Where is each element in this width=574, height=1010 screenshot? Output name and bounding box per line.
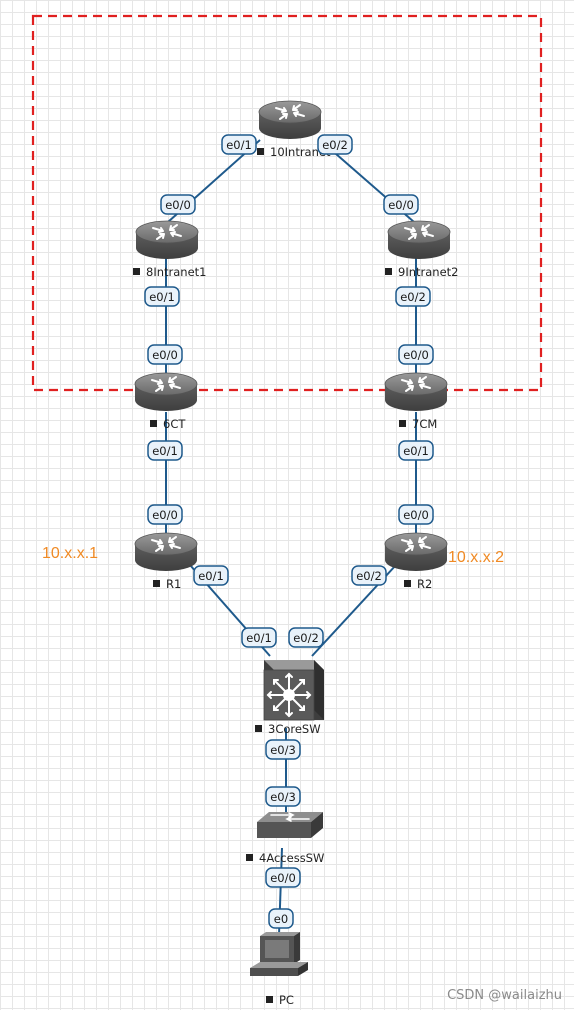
- router-r1[interactable]: [134, 532, 198, 572]
- device-label-10intranet: 10Intranet: [257, 145, 331, 159]
- svg-text:6CT: 6CT: [163, 417, 186, 431]
- svg-text:R1: R1: [166, 577, 181, 591]
- router-icon: [135, 220, 199, 260]
- iface-coresw-e0-1: e0/1: [241, 627, 277, 648]
- iface-accesssw-e0-3: e0/3: [265, 786, 301, 807]
- iface-7cm-e0-0: e0/0: [398, 344, 434, 365]
- iface-r1-e0-1: e0/1: [193, 565, 229, 586]
- router-6ct[interactable]: [134, 372, 198, 412]
- iface-8intranet1-e0-1: e0/1: [144, 286, 180, 307]
- multilayer-switch-icon: [263, 660, 324, 721]
- svg-text:e0/0: e0/0: [403, 508, 429, 522]
- router-9intranet2[interactable]: [387, 220, 451, 260]
- device-label-pc: PC: [266, 993, 294, 1007]
- iface-coresw-e0-2: e0/2: [288, 627, 324, 648]
- svg-text:8Intranet1: 8Intranet1: [146, 265, 206, 279]
- device-label-3coresw: 3CoreSW: [255, 722, 321, 736]
- router-icon: [134, 532, 198, 572]
- pc-host[interactable]: [250, 932, 308, 976]
- svg-text:e0/3: e0/3: [270, 743, 296, 757]
- svg-text:3CoreSW: 3CoreSW: [268, 722, 321, 736]
- svg-text:e0/0: e0/0: [165, 198, 191, 212]
- iface-9intranet2-e0-2: e0/2: [395, 286, 431, 307]
- iface-pc-e0: e0: [268, 908, 294, 929]
- device-label-7cm: 7CM: [399, 417, 437, 431]
- iface-r2-e0-2: e0/2: [351, 565, 387, 586]
- device-label-4accesssw: 4AccessSW: [246, 851, 324, 865]
- router-8intranet1[interactable]: [135, 220, 199, 260]
- svg-text:e0/0: e0/0: [152, 508, 178, 522]
- svg-text:e0/2: e0/2: [322, 138, 348, 152]
- iface-6ct-e0-0: e0/0: [147, 344, 183, 365]
- svg-text:e0/1: e0/1: [226, 138, 252, 152]
- device-label-6ct: 6CT: [150, 417, 186, 431]
- device-label-r1: R1: [153, 577, 181, 591]
- device-label-9intranet2: 9Intranet2: [385, 265, 458, 279]
- pc-icon: [250, 932, 308, 976]
- svg-text:e0/2: e0/2: [356, 569, 382, 583]
- svg-text:9Intranet2: 9Intranet2: [398, 265, 458, 279]
- svg-text:4AccessSW: 4AccessSW: [259, 851, 324, 865]
- multilayer-switch-3coresw[interactable]: [263, 660, 324, 721]
- device-label-r2: R2: [404, 577, 432, 591]
- svg-text:e0/2: e0/2: [293, 631, 319, 645]
- svg-text:R2: R2: [417, 577, 432, 591]
- svg-text:PC: PC: [279, 993, 294, 1007]
- svg-text:e0/0: e0/0: [388, 198, 414, 212]
- iface-r1-e0-0: e0/0: [147, 504, 183, 525]
- iface-accesssw-e0-0: e0/0: [265, 867, 301, 888]
- router-r2[interactable]: [384, 532, 448, 572]
- svg-text:e0/0: e0/0: [152, 348, 178, 362]
- router-icon: [258, 100, 322, 140]
- iface-10intranet-e0-1: e0/1: [221, 134, 257, 155]
- svg-text:10Intranet: 10Intranet: [270, 145, 331, 159]
- r1-ip-annotation: 10.x.x.1: [42, 545, 98, 562]
- iface-10intranet-e0-2: e0/2: [317, 134, 353, 155]
- iface-6ct-e0-1: e0/1: [147, 440, 183, 461]
- iface-9intranet2-e0-0: e0/0: [383, 194, 419, 215]
- router-icon: [384, 372, 448, 412]
- iface-coresw-e0-3: e0/3: [265, 739, 301, 760]
- device-label-8intranet1: 8Intranet1: [133, 265, 206, 279]
- iface-7cm-e0-1: e0/1: [398, 440, 434, 461]
- watermark: CSDN @wailaizhu: [447, 988, 562, 1003]
- router-10intranet[interactable]: [258, 100, 322, 140]
- svg-text:e0: e0: [274, 912, 288, 926]
- svg-text:e0/1: e0/1: [246, 631, 272, 645]
- iface-r2-e0-0: e0/0: [398, 504, 434, 525]
- svg-text:e0/1: e0/1: [403, 444, 429, 458]
- router-icon: [134, 372, 198, 412]
- switch-4accesssw[interactable]: [257, 812, 323, 838]
- r2-ip-annotation: 10.x.x.2: [448, 549, 504, 566]
- svg-text:e0/1: e0/1: [149, 290, 175, 304]
- router-icon: [387, 220, 451, 260]
- svg-text:e0/3: e0/3: [270, 790, 296, 804]
- switch-icon: [257, 812, 323, 838]
- svg-text:e0/1: e0/1: [198, 569, 224, 583]
- svg-text:e0/2: e0/2: [400, 290, 426, 304]
- svg-text:7CM: 7CM: [412, 417, 437, 431]
- svg-text:e0/1: e0/1: [152, 444, 178, 458]
- iface-8intranet1-e0-0: e0/0: [160, 194, 196, 215]
- router-7cm[interactable]: [384, 372, 448, 412]
- router-icon: [384, 532, 448, 572]
- svg-text:e0/0: e0/0: [403, 348, 429, 362]
- intranet-region-border: [31, 14, 543, 392]
- svg-text:e0/0: e0/0: [270, 871, 296, 885]
